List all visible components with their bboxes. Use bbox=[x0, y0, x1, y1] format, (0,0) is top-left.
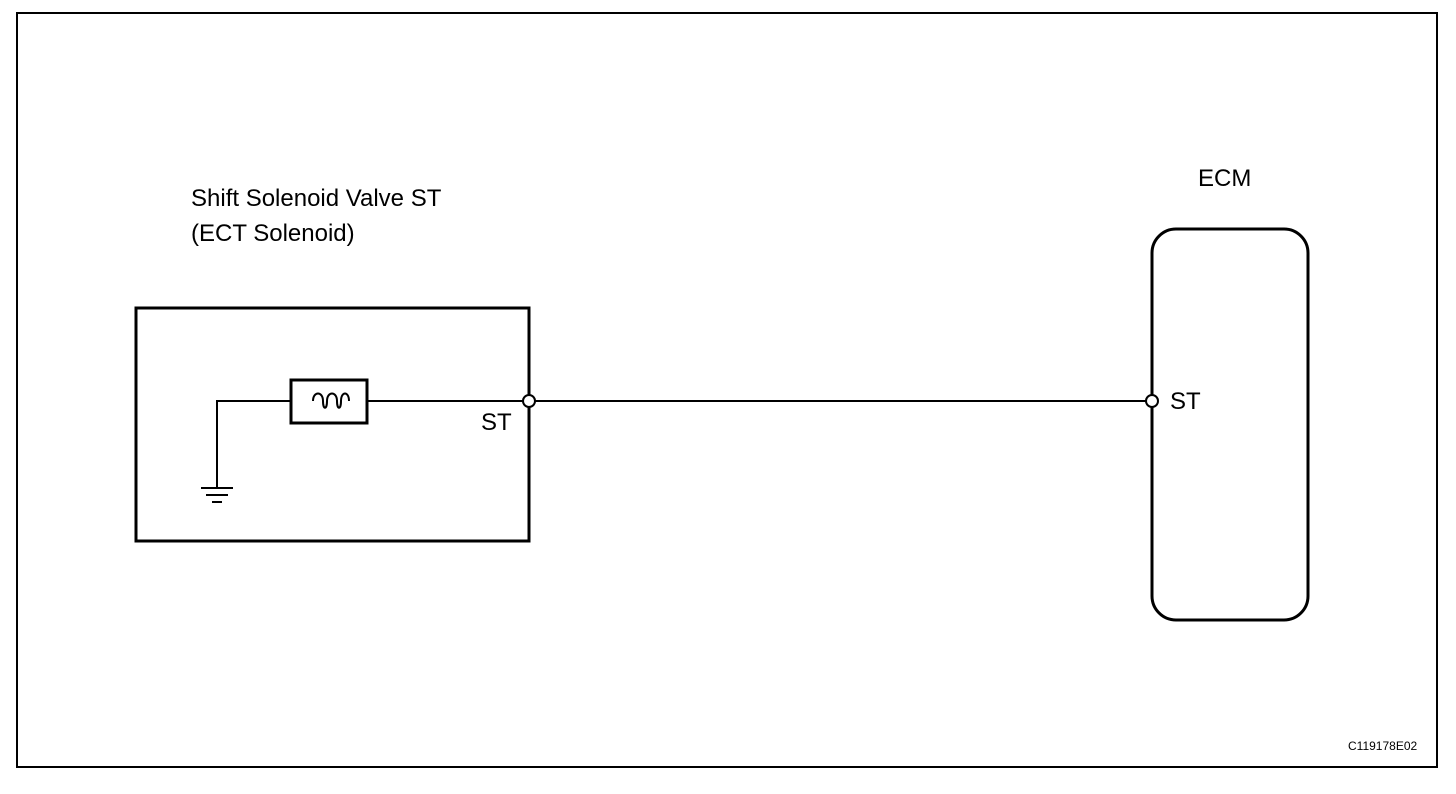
solenoid-component-box bbox=[134, 306, 531, 543]
ecm-terminal-st bbox=[1145, 394, 1159, 408]
ground-icon bbox=[201, 487, 233, 503]
solenoid-subtitle: (ECT Solenoid) bbox=[191, 220, 355, 247]
ground-wire bbox=[216, 400, 291, 488]
solenoid-title: Shift Solenoid Valve ST bbox=[191, 185, 442, 212]
solenoid-coil-icon bbox=[289, 378, 369, 425]
ecm-title: ECM bbox=[1198, 165, 1252, 192]
solenoid-terminal-st bbox=[522, 394, 536, 408]
solenoid-terminal-label: ST bbox=[481, 409, 512, 436]
diagram-frame bbox=[16, 12, 1438, 768]
ecm-terminal-label: ST bbox=[1170, 388, 1201, 415]
figure-code: C119178E02 bbox=[1348, 739, 1418, 753]
ecm-box bbox=[1150, 227, 1310, 622]
